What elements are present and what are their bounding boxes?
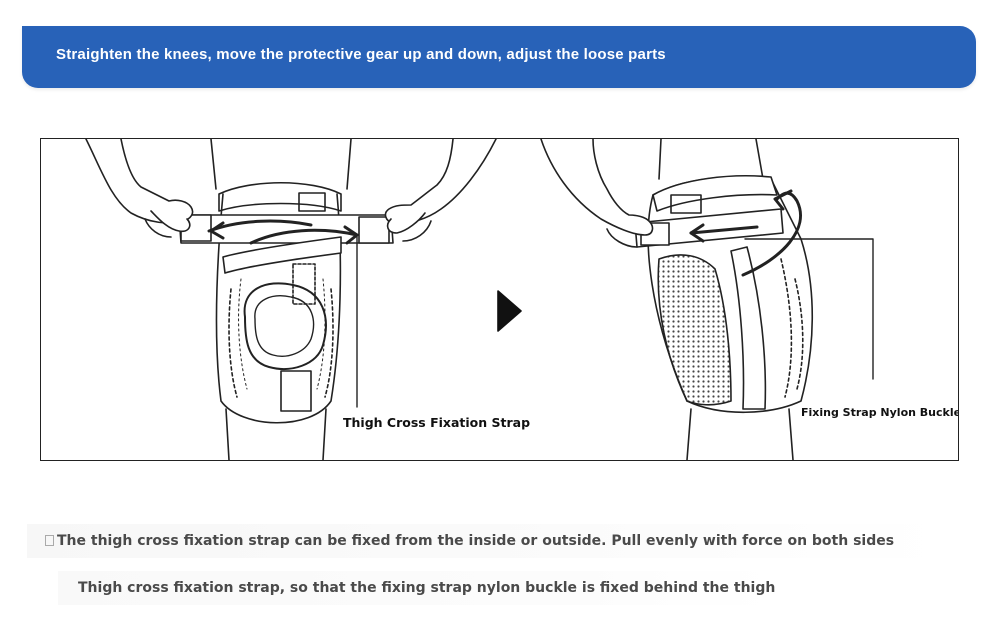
next-step-arrow (497, 290, 522, 332)
knee-brace-diagram: Thigh Cross Fixation Strap Fixing Strap … (40, 138, 959, 461)
thigh-strap-callout: Thigh Cross Fixation Strap (343, 415, 531, 430)
instruction-note-1: The thigh cross fixation strap can be fi… (27, 524, 947, 558)
nylon-buckle-callout: Fixing Strap Nylon Buckle (801, 406, 959, 419)
instruction-note-2: Thigh cross fixation strap, so that the … (58, 571, 778, 605)
side-knee-illustration (540, 139, 874, 460)
note-2-text: Thigh cross fixation strap, so that the … (78, 580, 776, 596)
note-1-text: The thigh cross fixation strap can be fi… (57, 533, 895, 549)
front-knee-illustration (85, 139, 497, 460)
bullet-icon (45, 535, 54, 546)
diagram-drawing (85, 139, 874, 460)
instruction-banner: Straighten the knees, move the protectiv… (22, 26, 976, 88)
banner-title: Straighten the knees, move the protectiv… (56, 46, 666, 63)
